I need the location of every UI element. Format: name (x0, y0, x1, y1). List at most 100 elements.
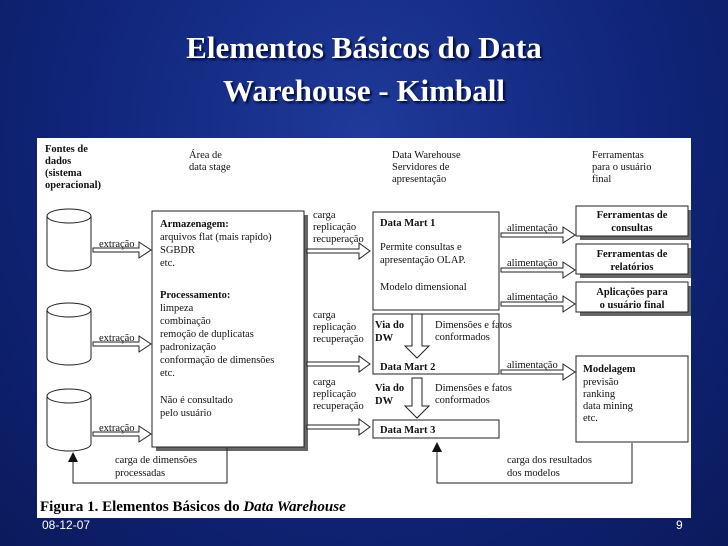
data-mart-1-title: Data Mart 1 (380, 218, 435, 229)
header-fontes-line-1: Fontes de (45, 144, 88, 155)
header-area-line-2: data stage (189, 162, 231, 173)
carga-2-line-2: replicação (313, 322, 356, 333)
header-dw-line-2: Servidores de (392, 162, 450, 173)
dimensoes-1-line-2: conformados (435, 332, 490, 343)
staging-armazenagem-line-3: etc. (160, 258, 175, 269)
dimensoes-2-line-1: Dimensões e fatos (435, 383, 512, 394)
alimentacao-label-2: alimentação (507, 258, 558, 269)
staging-nao-consultado-line-1: Não é consultado (160, 395, 233, 406)
figure-caption-prefix: Figura 1. Elementos Básicos do (40, 499, 243, 515)
carga-resultados-line-1: carga dos resultados (507, 455, 592, 466)
tool-consultas-line-2: consultas (611, 223, 652, 234)
dimensoes-2-line-2: conformados (435, 395, 490, 406)
staging-proc-line-5: conformação de dimensões (160, 355, 274, 366)
header-data-warehouse: Data Warehouse Servidores de apresentaçã… (392, 150, 461, 185)
tool-aplicacoes-line-2: o usuário final (600, 300, 665, 311)
footer-date: 08-12-07 (42, 518, 91, 532)
dimensoes-1-line-1: Dimensões e fatos (435, 320, 512, 331)
data-mart-2-title: Data Mart 2 (380, 362, 435, 373)
alimentacao-label-3: alimentação (507, 292, 558, 303)
header-ferr-line-2: para o usuário (592, 162, 651, 173)
data-mart-1-line-2: apresentação OLAP. (380, 255, 466, 266)
alimentacao-arrow-3: alimentação (500, 292, 576, 313)
extraction-arrow-1: extração (92, 239, 152, 259)
carga-resultados-line-2: dos modelos (507, 468, 560, 479)
carga-3-line-3: recuperação (313, 401, 364, 412)
tool-box-consultas: Ferramentas de consultas (575, 205, 691, 240)
header-dw-line-3: apresentação (392, 174, 446, 185)
tool-modelagem-line-2: ranking (583, 389, 616, 400)
tool-box-aplicacoes: Aplicações para o usuário final (575, 281, 691, 316)
carga-block-3: carga replicação recuperação (306, 377, 371, 436)
staging-proc-line-3: remoção de duplicatas (160, 329, 254, 340)
staging-box: Armazenagem: arquivos flat (mais rapido)… (151, 210, 308, 451)
figure-caption-italic: Data Warehouse (242, 499, 346, 515)
staging-armazenagem-line-1: arquivos flat (mais rapido) (160, 232, 272, 243)
staging-proc-line-1: limpeza (160, 303, 194, 314)
slide-title-line-1: Elementos Básicos do Data (186, 30, 542, 65)
tool-relatorios-line-1: Ferramentas de (597, 249, 668, 260)
carga-3-line-1: carga (313, 377, 336, 388)
tool-relatorios-line-2: relatórios (611, 262, 654, 273)
carga-dimensoes-line-1: carga de dimensões (115, 455, 197, 466)
tool-box-modelagem: Modelagem previsão ranking data mining e… (575, 355, 689, 443)
header-ferramentas: Ferramentas para o usuário final (592, 150, 651, 185)
carga-3-line-2: replicação (313, 389, 356, 400)
carga-2-line-3: recuperação (313, 334, 364, 345)
carga-1-line-1: carga (313, 210, 336, 221)
database-cylinder-2 (46, 302, 92, 366)
tool-consultas-line-1: Ferramentas de (597, 210, 668, 221)
staging-armazenagem-title: Armazenagem: (160, 219, 229, 230)
alimentacao-label-1: alimentação (507, 223, 558, 234)
staging-armazenagem-line-2: SGBDR (160, 245, 195, 256)
staging-proc-line-6: etc. (160, 368, 175, 379)
header-area-line-1: Área de (189, 149, 222, 161)
header-fontes-line-4: operacional) (45, 180, 101, 191)
via-do-dw-2-line-1: Via do (375, 383, 404, 394)
header-fontes-line-2: dados (45, 156, 71, 167)
extraction-label-2: extração (99, 333, 135, 344)
architecture-diagram: Fontes de dados (sistema operacional) Ár… (40, 144, 691, 515)
extraction-arrow-3: extração (92, 423, 152, 443)
tool-modelagem-line-3: data mining (583, 401, 634, 412)
data-mart-1-line-4: Modelo dimensional (380, 282, 467, 293)
figure-caption: Figura 1. Elementos Básicos do Data Ware… (40, 499, 346, 515)
staging-nao-consultado-line-2: pelo usuário (160, 408, 212, 419)
carga-1-line-3: recuperação (313, 234, 364, 245)
alimentacao-label-4: alimentação (507, 360, 558, 371)
architecture-figure: Fontes de dados (sistema operacional) Ár… (37, 138, 691, 518)
tool-modelagem-line-1: previsão (583, 377, 619, 388)
header-ferr-line-3: final (592, 174, 611, 185)
database-cylinder-3 (46, 388, 92, 452)
via-do-dw-1-line-2: DW (375, 333, 394, 344)
alimentacao-arrow-1: alimentação (500, 223, 576, 244)
carga-block-1: carga replicação recuperação (306, 210, 371, 260)
via-do-dw-1-line-1: Via do (375, 320, 404, 331)
staging-proc-line-2: combinação (160, 316, 211, 327)
extraction-arrow-2: extração (92, 333, 152, 353)
tool-modelagem-line-4: etc. (583, 413, 598, 424)
slide-title: Elementos Básicos do Data Warehouse - Ki… (60, 26, 668, 112)
data-mart-1-line-1: Permite consultas e (380, 242, 462, 253)
staging-proc-line-4: padronização (160, 342, 216, 353)
header-dw-line-1: Data Warehouse (392, 150, 461, 161)
tool-aplicacoes-line-1: Aplicações para (596, 287, 668, 298)
alimentacao-arrow-2: alimentação (500, 258, 576, 279)
database-cylinder-1 (46, 208, 92, 272)
tool-box-relatorios: Ferramentas de relatórios (575, 243, 691, 278)
data-mart-1: Data Mart 1 Permite consultas e apresent… (372, 211, 500, 311)
alimentacao-arrow-4: alimentação (500, 360, 576, 381)
via-do-dw-block-1: Via do DW Dimensões e fatos conformados … (372, 313, 512, 375)
via-do-dw-block-2: Via do DW Dimensões e fatos conformados (375, 377, 512, 419)
data-mart-3-title: Data Mart 3 (380, 425, 435, 436)
carga-1-line-2: replicação (313, 222, 356, 233)
extraction-label-3: extração (99, 423, 135, 434)
carga-dimensoes-feedback: carga de dimensões processadas (68, 448, 228, 484)
carga-block-2: carga replicação recuperação (306, 310, 371, 373)
carga-2-line-1: carga (313, 310, 336, 321)
tool-modelagem-title: Modelagem (583, 364, 636, 375)
header-fontes-de-dados: Fontes de dados (sistema operacional) (45, 144, 101, 191)
extraction-label-1: extração (99, 239, 135, 250)
via-do-dw-2-line-2: DW (375, 396, 394, 407)
carga-dimensoes-line-2: processadas (115, 468, 165, 479)
